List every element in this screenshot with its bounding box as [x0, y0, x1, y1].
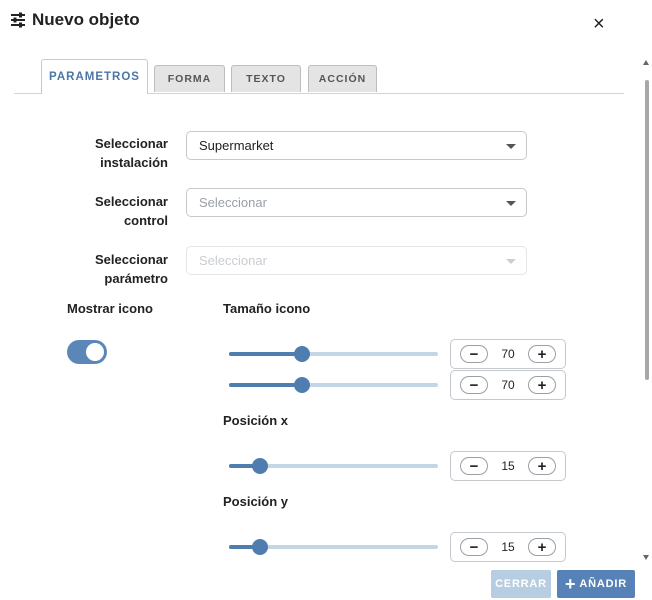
chevron-down-icon	[506, 144, 516, 149]
decrement-button[interactable]: −	[460, 376, 488, 394]
parameter-select: Seleccionar	[186, 246, 527, 275]
position-x-slider[interactable]	[229, 458, 438, 474]
scroll-down-icon[interactable]	[643, 555, 649, 560]
installation-label: Seleccionar instalación	[95, 136, 168, 170]
position-x-label: Posición x	[223, 413, 289, 428]
scroll-up-icon[interactable]	[643, 60, 649, 65]
decrement-button[interactable]: −	[460, 538, 488, 556]
icon-height-value[interactable]: 70	[501, 378, 515, 392]
control-placeholder: Seleccionar	[199, 195, 267, 210]
icon-width-value[interactable]: 70	[501, 347, 515, 361]
toggle-knob	[86, 343, 104, 361]
dialog-title: Nuevo objeto	[32, 10, 140, 29]
plus-icon: +	[565, 574, 577, 594]
parameter-placeholder: Seleccionar	[199, 253, 267, 268]
installation-value: Supermarket	[199, 138, 274, 153]
icon-width-stepper: − 70 +	[450, 339, 566, 369]
icon-height-slider[interactable]	[229, 377, 438, 393]
slider-thumb[interactable]	[252, 539, 269, 555]
chevron-down-icon	[506, 201, 516, 206]
sliders-icon	[11, 12, 25, 28]
slider-thumb[interactable]	[294, 377, 311, 393]
installation-select[interactable]: Supermarket	[186, 131, 527, 160]
parameter-label: Seleccionar parámetro	[95, 252, 168, 286]
increment-button[interactable]: +	[528, 345, 556, 363]
icon-size-label: Tamaño icono	[223, 301, 311, 316]
icon-height-stepper: − 70 +	[450, 370, 566, 400]
add-button[interactable]: + AÑADIR	[557, 570, 635, 598]
slider-thumb[interactable]	[294, 346, 311, 362]
tab-parametros[interactable]: PARAMETROS	[41, 59, 148, 94]
increment-button[interactable]: +	[528, 538, 556, 556]
decrement-button[interactable]: −	[460, 457, 488, 475]
show-icon-toggle[interactable]	[67, 340, 107, 364]
chevron-down-icon	[506, 259, 516, 264]
increment-button[interactable]: +	[528, 457, 556, 475]
close-button[interactable]: CERRAR	[491, 570, 551, 598]
decrement-button[interactable]: −	[460, 345, 488, 363]
scrollbar-thumb[interactable]	[645, 80, 649, 380]
icon-width-slider[interactable]	[229, 346, 438, 362]
tab-texto[interactable]: TEXTO	[231, 65, 301, 92]
position-y-stepper: − 15 +	[450, 532, 566, 562]
position-y-slider[interactable]	[229, 539, 438, 555]
position-x-value[interactable]: 15	[501, 459, 515, 473]
position-x-stepper: − 15 +	[450, 451, 566, 481]
add-button-label: AÑADIR	[579, 578, 627, 590]
position-y-label: Posición y	[223, 494, 289, 509]
slider-thumb[interactable]	[252, 458, 269, 474]
tab-accion[interactable]: ACCIÓN	[308, 65, 377, 92]
increment-button[interactable]: +	[528, 376, 556, 394]
control-label: Seleccionar control	[95, 194, 168, 228]
close-icon[interactable]: ×	[593, 13, 605, 35]
tab-forma[interactable]: FORMA	[154, 65, 225, 92]
show-icon-label: Mostrar icono	[67, 301, 153, 316]
position-y-value[interactable]: 15	[501, 540, 515, 554]
control-select[interactable]: Seleccionar	[186, 188, 527, 217]
tab-divider	[14, 93, 624, 94]
